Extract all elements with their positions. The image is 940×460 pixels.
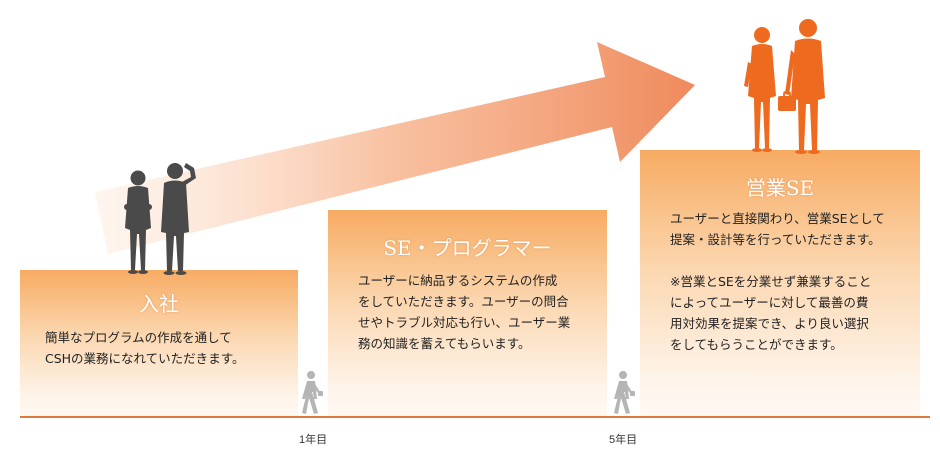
step-sales-se-title: 営業SE — [745, 176, 815, 200]
step-entry-title: 入社 — [139, 292, 179, 316]
step-sales-se: 営業SE ユーザーと直接関わり、営業SEとして 提案・設計等を行っていただきます… — [640, 150, 920, 416]
step-entry-text: 簡単なプログラムの作成を通して CSHの業務になれていただきます。 — [45, 330, 245, 366]
step-entry: 入社 簡単なプログラムの作成を通して CSHの業務になれていただきます。 — [20, 270, 298, 416]
step-se-programmer-text: ユーザーに納品するシステムの作成 をしていただきます。ユーザーの問合 せやトラブ… — [358, 273, 571, 351]
year-marker-5: 5年目 — [609, 434, 638, 446]
step-se-programmer-title: SE・プログラマー — [383, 236, 552, 260]
step-se-programmer: SE・プログラマー ユーザーに納品するシステムの作成 をしていただきます。ユーザ… — [328, 210, 607, 416]
year-marker-1: 1年目 — [299, 434, 328, 446]
step-sales-se-text: ユーザーと直接関わり、営業SEとして 提案・設計等を行っていただきます。 ※営業… — [670, 211, 885, 352]
timeline-axis — [20, 416, 930, 418]
